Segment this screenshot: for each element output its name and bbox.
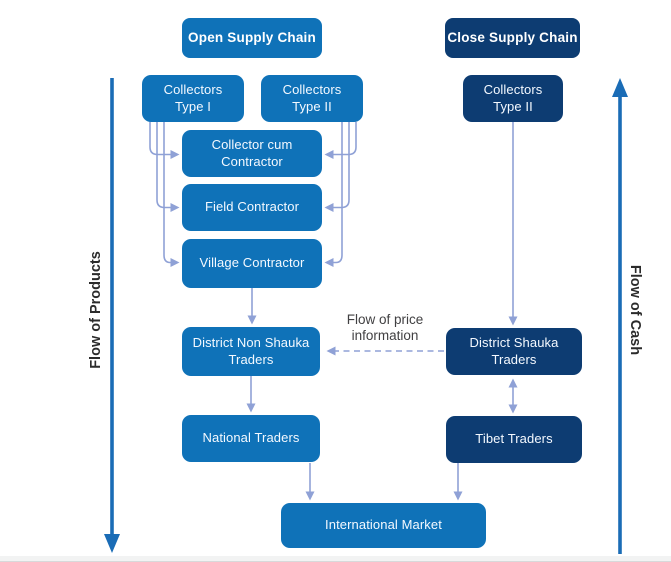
header-open-label: Open Supply Chain [188, 30, 316, 46]
header-close-label: Close Supply Chain [447, 30, 578, 46]
page-bottom-edge [0, 556, 671, 562]
price-info-line1: Flow of price [346, 312, 424, 327]
node-district-shauka-traders: District Shauka Traders [446, 328, 582, 375]
node-tibet-traders: Tibet Traders [446, 416, 582, 463]
node-label: Traders [228, 351, 274, 367]
node-label: Village Contractor [199, 255, 305, 271]
price-info-annotation: Flow of price information [347, 312, 424, 345]
node-village-contractor: Village Contractor [182, 239, 322, 288]
node-field-contractor: Field Contractor [182, 184, 322, 231]
node-label: International Market [325, 517, 442, 533]
node-district-non-shauka-traders: District Non Shauka Traders [182, 327, 320, 376]
flow-of-products-label: Flow of Products [88, 251, 104, 369]
node-national-traders: National Traders [182, 415, 320, 462]
node-international-market: International Market [281, 503, 486, 548]
flow-of-products-arrow [104, 78, 120, 553]
node-label: Field Contractor [204, 199, 300, 215]
chain-arrows [246, 122, 518, 501]
node-label: Collectors [483, 81, 543, 97]
node-label: District Non Shauka [192, 334, 310, 350]
node-label: Collectors [282, 81, 342, 97]
node-collector-cum-contractor: Collector cum Contractor [182, 130, 322, 177]
price-info-line2: information [351, 328, 419, 344]
node-label: Collector cum [211, 136, 293, 152]
node-label: Type II [292, 98, 332, 114]
node-label: National Traders [202, 430, 300, 446]
collectors-type-1-connectors [149, 122, 180, 267]
node-label: Type I [174, 98, 211, 114]
node-collectors-type-2-close: Collectors Type II [463, 75, 563, 122]
node-label: Tibet Traders [475, 431, 553, 447]
node-collectors-type-2-open: Collectors Type II [261, 75, 363, 122]
header-close-supply-chain: Close Supply Chain [445, 18, 580, 58]
node-collectors-type-1: Collectors Type I [142, 75, 244, 122]
node-label: Contractor [221, 153, 283, 169]
flow-of-cash-label: Flow of Cash [627, 264, 643, 356]
node-label: Traders [491, 351, 537, 367]
node-label: Type II [493, 98, 533, 114]
flow-of-cash-arrow [612, 78, 628, 554]
node-label: District Shauka [469, 334, 559, 350]
collectors-type-2-connectors [324, 122, 357, 267]
node-label: Collectors [163, 81, 223, 97]
header-open-supply-chain: Open Supply Chain [182, 18, 322, 58]
